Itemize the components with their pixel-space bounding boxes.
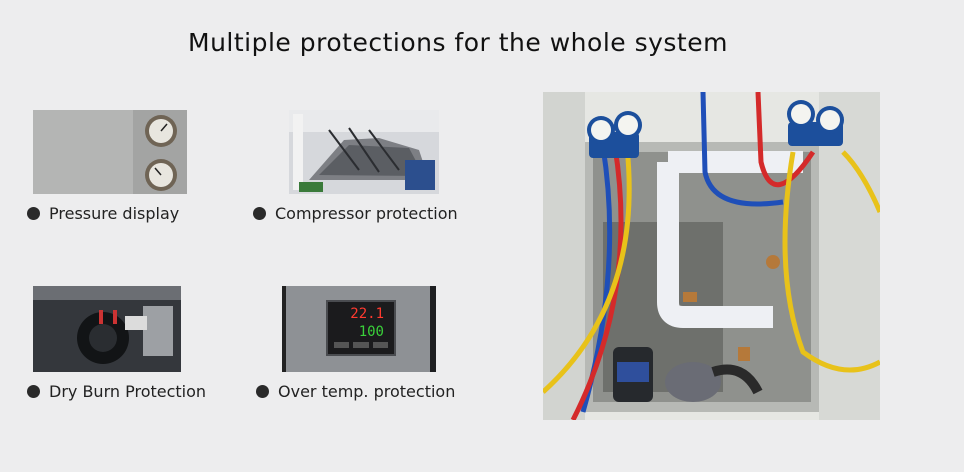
feature-pressure-display: Pressure display — [27, 204, 179, 223]
page-title: Multiple protections for the whole syste… — [188, 28, 728, 57]
gauge-pair-icon — [33, 110, 187, 194]
bullet-icon — [27, 207, 40, 220]
controller-temperature-readout: 22.1 — [350, 306, 384, 322]
compressor-wires-icon — [289, 110, 439, 194]
controller-setpoint-readout: 100 — [358, 324, 384, 340]
bullet-icon — [27, 385, 40, 398]
refrigeration-system-photo — [543, 92, 880, 420]
feature-label: Over temp. protection — [278, 382, 456, 401]
pressure-gauges-photo — [33, 110, 187, 194]
bullet-icon — [253, 207, 266, 220]
compressor-photo — [289, 110, 439, 194]
feature-label: Pressure display — [49, 204, 180, 223]
feature-label: Compressor protection — [275, 204, 458, 223]
feature-compressor-protection: Compressor protection — [253, 204, 458, 223]
system-internals-icon — [543, 92, 880, 420]
feature-over-temp-protection: Over temp. protection — [256, 382, 455, 401]
heater-thermostat-photo — [33, 286, 181, 372]
feature-dry-burn-protection: Dry Burn Protection — [27, 382, 206, 401]
heater-icon — [33, 286, 181, 372]
bullet-icon — [256, 385, 269, 398]
feature-label: Dry Burn Protection — [49, 382, 207, 401]
temperature-controller-photo: 22.1 100 — [282, 286, 436, 372]
